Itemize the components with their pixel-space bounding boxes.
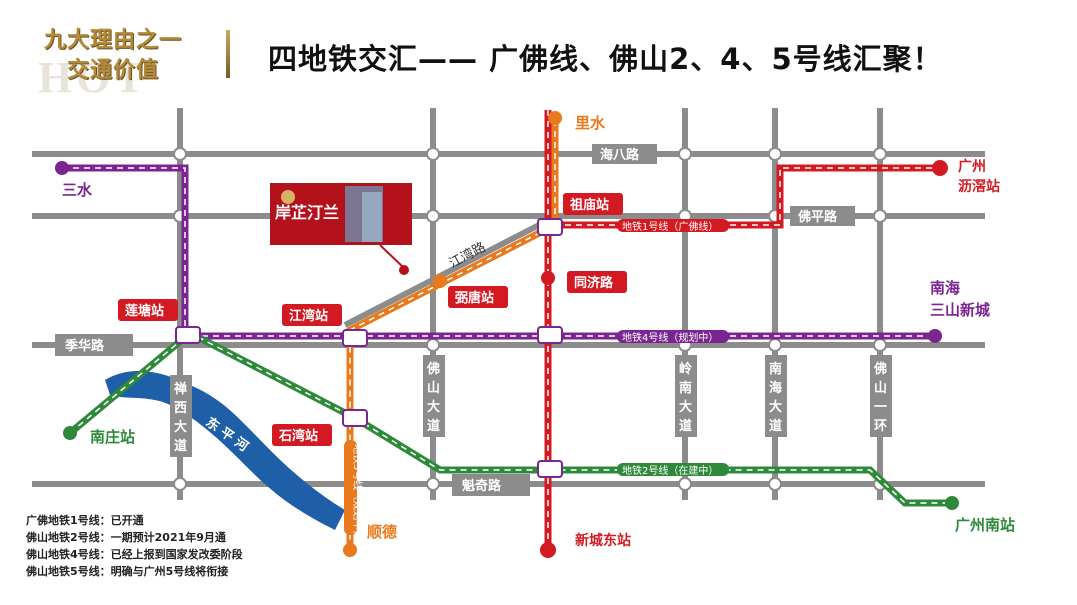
terminal-nanzhuang [63, 426, 77, 440]
svg-text:海: 海 [769, 380, 782, 396]
svg-text:莲塘站: 莲塘站 [125, 303, 164, 319]
note-line2: 佛山地铁2号线：一期预计2021年9月通 [26, 531, 226, 544]
svg-text:佛: 佛 [873, 361, 887, 377]
project-logo-icon [281, 190, 295, 204]
note-line1: 广佛地铁1号线：已开通 [26, 514, 144, 527]
svg-text:弼唐站: 弼唐站 [455, 290, 494, 306]
station-box-nitang: 弼唐站 [448, 286, 508, 308]
project-label: 岸芷汀兰 [275, 203, 339, 222]
interchange-zumiao [537, 218, 563, 236]
road-jiangwan [343, 219, 547, 328]
station-label-sanshan-1: 南海 [930, 279, 960, 297]
line1-tag: 地铁1号线（广佛线） [622, 220, 718, 233]
station-box-zumiao: 祖庙站 [563, 193, 623, 215]
brand-line-2: 交通价值 [66, 58, 159, 83]
svg-text:大: 大 [427, 399, 440, 415]
station-label-nanzhuang: 南庄站 [90, 428, 135, 446]
svg-text:大: 大 [174, 419, 187, 435]
svg-text:道: 道 [427, 418, 440, 434]
station-label-xincheng-east: 新城东站 [575, 532, 631, 549]
station-label-sanshui: 三水 [62, 181, 93, 199]
station-dot-tongji [541, 271, 555, 285]
project-marker: 岸芷汀兰 [270, 183, 412, 275]
project-location-dot [399, 265, 409, 275]
svg-text:祖庙站: 祖庙站 [569, 197, 609, 213]
terminal-xincheng-east [540, 542, 556, 558]
station-label-sanshan-2: 三山新城 [930, 301, 990, 319]
brand-line-1: 九大理由之一 [43, 28, 182, 53]
station-label-lijiao-2: 沥滘站 [958, 178, 1000, 195]
notes: 广佛地铁1号线：已开通 佛山地铁2号线：一期预计2021年9月通 佛山地铁4号线… [26, 512, 243, 580]
svg-text:佛: 佛 [426, 361, 440, 377]
terminal-sanshui [55, 161, 69, 175]
station-label-shunde: 顺德 [367, 523, 397, 541]
station-box-jiangwan: 江湾站 [282, 304, 342, 326]
road-label-foshan-dadao: 佛 山 大 道 [423, 355, 445, 437]
brand-block: 九大理由之一 交通价值 [18, 26, 208, 86]
road-label-nanhai-dadao: 南 海 大 道 [765, 355, 787, 437]
road-label-kuiqi: 魁奇路 [462, 478, 502, 494]
interchange-liantang [175, 326, 201, 344]
svg-text:岭: 岭 [679, 361, 692, 377]
terminal-sanshan [928, 329, 942, 343]
svg-text:环: 环 [874, 419, 887, 434]
terminal-lijiao [932, 160, 948, 176]
svg-text:石湾站: 石湾站 [278, 428, 318, 444]
svg-text:禅: 禅 [173, 381, 187, 397]
svg-text:山: 山 [427, 380, 440, 396]
interchange-kuiqi [537, 460, 563, 478]
road-label-jihua: 季华路 [64, 338, 105, 354]
svg-text:一: 一 [874, 400, 887, 415]
road-label-chanxi: 禅 西 大 道 [170, 375, 192, 457]
svg-text:山: 山 [874, 380, 887, 396]
interchange-tongji-jihua [537, 326, 563, 344]
line-tags: 地铁1号线（广佛线） 地铁4号线（规划中） 地铁2号线（在建中） 地铁5号线（规… [344, 219, 729, 540]
svg-text:道: 道 [769, 418, 782, 434]
road-label-haiba: 海八路 [600, 147, 640, 163]
header-divider [226, 30, 230, 78]
svg-text:西: 西 [174, 401, 187, 416]
station-box-shiwan: 石湾站 [272, 424, 332, 446]
road-labels: 海八路 佛平路 季华路 魁奇路 江湾路 [55, 144, 855, 496]
terminal-lishui [548, 111, 562, 125]
line5-tag: 地铁5号线（规划中） [351, 444, 364, 540]
line2-tag: 地铁2号线（在建中） [622, 464, 718, 477]
road-label-lingnan: 岭 南 大 道 [675, 355, 697, 437]
station-box-tongji: 同济路 [567, 271, 627, 293]
station-label-lijiao-1: 广州 [958, 158, 986, 175]
svg-text:大: 大 [679, 399, 692, 415]
interchanges [175, 218, 563, 478]
svg-text:南: 南 [769, 361, 782, 377]
interchange-jiangwan [342, 329, 368, 347]
line4-tag: 地铁4号线（规划中） [622, 331, 718, 344]
terminal-gz-south [945, 496, 959, 510]
station-label-lishui: 里水 [575, 114, 606, 132]
svg-text:江湾站: 江湾站 [289, 308, 328, 324]
svg-text:南: 南 [679, 380, 692, 396]
station-label-gz-south: 广州南站 [955, 516, 1015, 534]
terminal-shunde [343, 543, 357, 557]
note-line4: 佛山地铁4号线：已经上报到国家发改委阶段 [26, 548, 243, 561]
road-grid [32, 108, 985, 500]
header: HOT 九大理由之一 交通价值 四地铁交汇—— 广佛线、佛山2、4、5号线汇聚！ [0, 0, 1077, 102]
station-dot-nitang [433, 274, 447, 288]
terminal-dots [55, 111, 959, 558]
road-label-foshan-yihuan: 佛 山 一 环 [870, 355, 892, 437]
svg-text:道: 道 [174, 438, 187, 454]
station-box-liantang: 莲塘站 [118, 299, 178, 321]
svg-text:道: 道 [679, 418, 692, 434]
svg-text:大: 大 [769, 399, 782, 415]
river-dongping [105, 370, 345, 530]
svg-text:同济路: 同济路 [574, 275, 614, 291]
page-title: 四地铁交汇—— 广佛线、佛山2、4、5号线汇聚！ [268, 42, 943, 76]
interchange-shiwan [342, 409, 368, 427]
note-line5: 佛山地铁5号线：明确与广州5号线将衔接 [26, 565, 229, 578]
road-label-foping: 佛平路 [797, 209, 838, 225]
